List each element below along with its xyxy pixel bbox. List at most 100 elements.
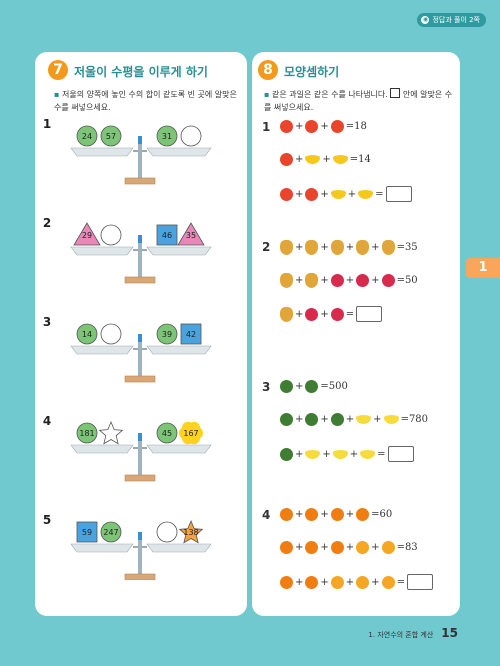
banana-icon (305, 155, 321, 164)
balance-item (178, 519, 204, 544)
balance-item (180, 323, 202, 345)
balance-item-value: 39 (162, 330, 172, 339)
pineapple-icon (330, 240, 344, 255)
lemon-icon (332, 449, 348, 459)
equation-result: = (396, 576, 405, 588)
orange-icon (381, 575, 395, 589)
left-pan (70, 345, 134, 355)
tangerine-icon (305, 508, 319, 521)
pineapple-icon (305, 273, 319, 288)
left-pan (70, 147, 134, 157)
banana-icon (332, 155, 348, 164)
balance-item-value: 42 (186, 330, 196, 339)
stand-base (124, 177, 156, 185)
plus-sign: + (320, 188, 329, 200)
banana-icon (330, 189, 346, 199)
equation-result: =50 (396, 275, 418, 286)
plus-sign: + (320, 414, 329, 425)
equation-result: = (375, 188, 384, 200)
group-number: 1 (262, 120, 271, 134)
stand-pole (138, 435, 142, 477)
stand-base (124, 573, 156, 580)
page-footer: 1. 자연수의 혼합 계산 15 (368, 626, 458, 640)
raspberry-icon (330, 274, 344, 287)
balance-item-value: 29 (82, 231, 92, 240)
balance-item (76, 422, 98, 444)
balance-item (76, 323, 98, 345)
right-pan (146, 246, 212, 256)
plus-sign: + (345, 509, 355, 520)
plus-sign: + (320, 275, 329, 286)
lemon-icon (383, 415, 399, 424)
fruit-equations: 1++=18++=14+++=2++++=35++++=50++=3+=500+… (252, 110, 460, 590)
plus-sign: + (295, 188, 304, 200)
section-8-title: 모양셈하기 (284, 65, 340, 79)
plus-sign: + (320, 509, 329, 520)
plus-sign: + (320, 542, 329, 553)
pineapple-icon (280, 240, 293, 255)
answer-box[interactable] (406, 574, 433, 590)
plus-sign: + (295, 448, 304, 460)
answer-reference-tag[interactable]: ◉ 정답과 풀이 2쪽 (417, 13, 486, 27)
plus-sign: + (345, 576, 355, 588)
plus-sign: + (320, 308, 329, 320)
stand-base (124, 474, 156, 482)
balance-item (156, 224, 178, 246)
plus-sign: + (347, 188, 357, 200)
balance-item (100, 323, 122, 345)
fruit-equation-row: ++=14 (280, 153, 371, 166)
orange-icon (330, 575, 344, 589)
stand-pole (138, 336, 142, 378)
plus-sign: + (345, 542, 355, 553)
balance-item (98, 420, 124, 445)
blank-box-icon (390, 88, 401, 98)
orange-icon (356, 575, 370, 589)
pineapple-icon (305, 240, 319, 255)
orange-icon (381, 541, 395, 554)
balance-item-value: 24 (82, 132, 92, 141)
plus-sign: + (295, 242, 304, 253)
right-pan (146, 345, 212, 355)
answer-box[interactable] (385, 186, 412, 202)
raspberry-icon (305, 307, 319, 321)
stand-pole (138, 138, 142, 180)
problem-number: 3 (43, 315, 51, 329)
watermelon-icon (330, 413, 344, 426)
plus-sign: + (373, 414, 382, 425)
plus-sign: + (322, 154, 331, 165)
plus-sign: + (345, 275, 355, 286)
plus-sign: + (345, 242, 355, 253)
chapter-side-tab[interactable]: 1 (466, 258, 500, 278)
plus-sign: + (371, 542, 380, 553)
page-number: 15 (441, 626, 458, 640)
tangerine-icon (330, 541, 344, 554)
pineapple-icon (280, 306, 293, 322)
plus-sign: + (345, 414, 355, 425)
fruit-equation-row: ++++=35 (280, 240, 418, 255)
plus-sign: + (295, 275, 304, 286)
balance-item (156, 521, 178, 543)
right-pan (146, 543, 212, 553)
equation-result: = (345, 308, 355, 320)
answer-box[interactable] (356, 306, 383, 322)
problem-number: 1 (43, 117, 51, 131)
answer-box[interactable] (387, 446, 414, 462)
balance-item (156, 125, 178, 147)
bullet-icon: ▪ (54, 90, 60, 99)
section-7-title: 저울이 수평을 이루게 하기 (74, 65, 208, 79)
balance-item (73, 222, 101, 246)
stand-pole (138, 534, 142, 576)
fruit-equation-row: ++++= (280, 574, 433, 590)
answer-dot-icon: ◉ (421, 16, 430, 24)
tangerine-icon (280, 541, 293, 554)
lemon-icon (356, 415, 372, 424)
balance-item (156, 323, 178, 345)
apple-icon (305, 187, 319, 201)
equation-result: =500 (320, 381, 348, 392)
bullet-icon: ▪ (264, 90, 270, 99)
balance-item (100, 125, 122, 147)
apple-icon (280, 153, 293, 166)
problem-number: 4 (43, 414, 51, 428)
plus-sign: + (371, 242, 380, 253)
